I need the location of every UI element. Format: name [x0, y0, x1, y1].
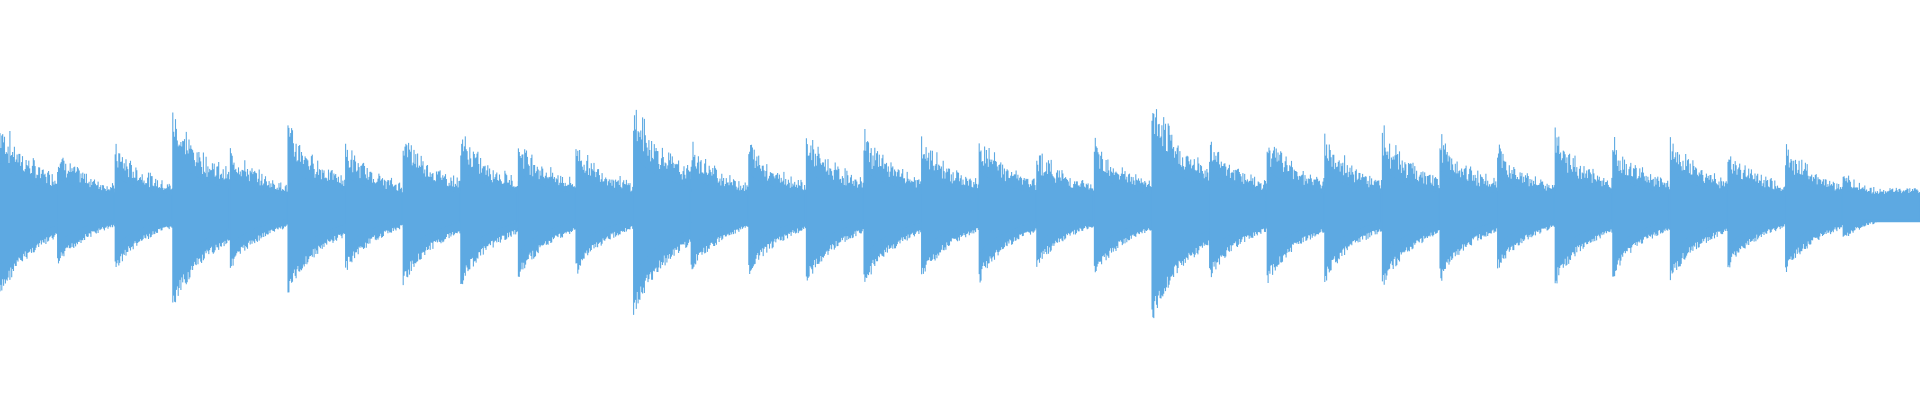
waveform-segment: [345, 143, 404, 270]
waveform-segment-body: [921, 172, 978, 252]
waveform-segment: [921, 136, 980, 275]
waveform-segment: [1554, 127, 1614, 284]
waveform-segment-body: [806, 170, 863, 254]
waveform-segment: [0, 131, 59, 292]
waveform-segment: [1381, 125, 1441, 285]
waveform-segment-body: [1324, 171, 1381, 253]
waveform-segment: [1785, 144, 1844, 273]
waveform-segment-body: [864, 169, 920, 256]
waveform-segment-body: [1843, 189, 1920, 227]
waveform-segment: [1612, 137, 1671, 277]
waveform-segment-body: [1440, 171, 1496, 252]
waveform-segment: [1209, 141, 1268, 278]
waveform-segment-body: [979, 171, 1036, 253]
waveform-segment: [1439, 134, 1499, 281]
waveform-segment: [1727, 156, 1787, 268]
waveform-segment-body: [1785, 175, 1842, 248]
waveform-segment-body: [633, 155, 690, 276]
waveform-segment: [575, 149, 635, 274]
waveform-segment: [402, 142, 462, 286]
waveform-segment-body: [403, 170, 460, 255]
waveform-segment: [229, 148, 289, 268]
waveform-segment-body: [345, 176, 402, 246]
waveform-segment: [1324, 133, 1383, 282]
waveform-segment: [805, 138, 865, 281]
waveform-segment: [1151, 109, 1211, 319]
waveform-segment: [633, 109, 692, 315]
waveform-segment-body: [57, 177, 114, 244]
waveform-segment: [1669, 137, 1729, 281]
waveform-segment-body: [172, 158, 229, 272]
waveform-segment-body: [1036, 177, 1093, 244]
waveform-segment: [57, 157, 116, 264]
waveform-segment-body: [1728, 177, 1784, 245]
waveform-segment: [978, 143, 1038, 283]
waveform-segment: [172, 112, 231, 303]
waveform-segment-body: [748, 174, 805, 249]
waveform-segment-body: [1555, 170, 1612, 254]
waveform-segment-body: [1209, 172, 1266, 252]
waveform-segment-body: [1497, 177, 1554, 245]
waveform-segment: [690, 141, 750, 270]
waveform-segment-body: [0, 163, 56, 264]
waveform-segment-body: [288, 165, 344, 261]
waveform-segment: [1497, 144, 1556, 269]
waveform-segment-body: [230, 177, 287, 245]
waveform-segment: [748, 144, 807, 274]
waveform-segment: [1266, 146, 1326, 284]
waveform-segment-body: [460, 169, 517, 256]
waveform-segment-body: [1382, 169, 1439, 256]
waveform-segment-body: [691, 175, 748, 247]
waveform-segment: [1036, 153, 1095, 267]
waveform-segment-body: [115, 176, 172, 246]
waveform-segment-body: [1670, 171, 1727, 253]
waveform-segment-body: [1267, 170, 1324, 254]
waveform-segment: [1093, 137, 1153, 273]
waveform-segment: [863, 129, 923, 282]
waveform-segment: [287, 125, 347, 293]
waveform-segment-body: [518, 172, 575, 252]
waveform-segment-body: [1152, 153, 1208, 278]
waveform-segment-body: [1612, 173, 1669, 250]
waveform-segment-body: [576, 175, 632, 248]
waveform-segment: [1842, 175, 1920, 237]
waveform-segment: [460, 136, 519, 285]
waveform-segment: [114, 143, 174, 267]
waveform-segment: [517, 148, 577, 277]
waveform-segment-body: [1094, 173, 1151, 250]
